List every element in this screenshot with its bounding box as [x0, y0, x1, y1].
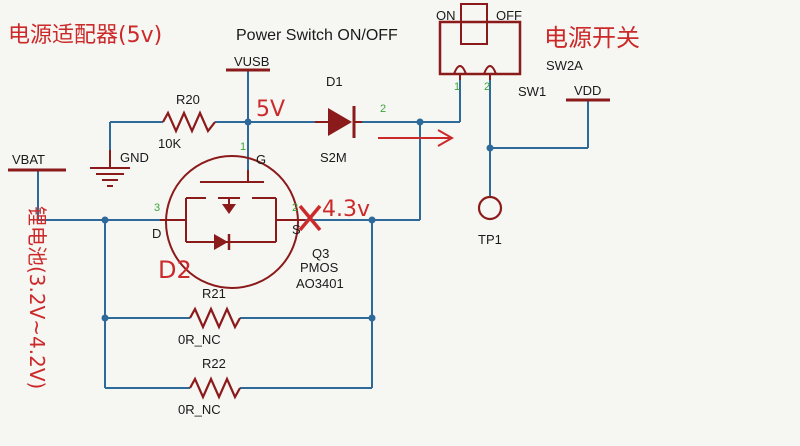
switch-pin-1: 1 — [454, 81, 460, 93]
d1-value: S2M — [320, 150, 347, 165]
annotation-4-3v: 4.3v — [322, 197, 370, 222]
annotation-adapter: 电源适配器(5v) — [8, 23, 162, 48]
svg-text:VUSB: VUSB — [234, 54, 269, 69]
tp1-ref: TP1 — [478, 232, 502, 247]
annotation-switch: 电源开关 — [544, 24, 640, 52]
annotation-battery: 锂电池(3.2V~4.2V) — [25, 206, 49, 389]
r20-ref: R20 — [176, 92, 200, 107]
r21-value: 0R_NC — [178, 332, 221, 347]
sw2a-ref: SW2A — [546, 58, 583, 73]
wires — [37, 70, 589, 389]
svg-text:VBAT: VBAT — [12, 152, 45, 167]
svg-text:VDD: VDD — [574, 83, 601, 98]
net-flag-vbat: VBAT — [8, 152, 66, 172]
q3-pin-d: D — [152, 226, 161, 241]
d1-pin-2: 2 — [380, 103, 386, 115]
gnd-label: GND — [120, 150, 149, 165]
switch-off-label: OFF — [496, 8, 522, 23]
q3-ref: Q3 — [312, 246, 329, 261]
blocked-x-icon — [298, 204, 322, 232]
r22-ref: R22 — [202, 356, 226, 371]
mosfet-q3 — [160, 155, 305, 289]
testpoint-tp1 — [477, 195, 503, 221]
annotation-5v: 5V — [256, 97, 285, 122]
current-flow-arrow-icon — [378, 129, 455, 147]
net-flag-vusb: VUSB — [226, 54, 270, 72]
diagram-title: Power Switch ON/OFF — [236, 27, 398, 44]
resistor-r21 — [189, 306, 241, 330]
q3-pin-2: 2 — [292, 202, 298, 214]
q3-part: AO3401 — [296, 276, 344, 291]
switch-sw2a — [438, 3, 522, 80]
diode-d1 — [315, 106, 362, 138]
net-flag-vdd: VDD — [566, 83, 610, 102]
q3-pin-s: S — [292, 222, 301, 237]
annotation-d2: D2 — [158, 256, 192, 284]
resistor-r22 — [189, 376, 241, 400]
r21-ref: R21 — [202, 286, 226, 301]
q3-pin-3: 3 — [154, 202, 160, 214]
switch-pin-2: 2 — [484, 81, 490, 93]
sw1-net: SW1 — [518, 84, 546, 99]
q3-type: PMOS — [300, 260, 339, 275]
d1-ref: D1 — [326, 74, 343, 89]
r22-value: 0R_NC — [178, 402, 221, 417]
q3-body-diode-icon — [214, 234, 228, 250]
q3-pin-1: 1 — [240, 141, 246, 153]
q3-arrow-icon — [222, 204, 236, 214]
switch-on-label: ON — [436, 8, 456, 23]
gnd-symbol — [90, 150, 130, 187]
r20-value: 10K — [158, 136, 181, 151]
resistor-r20 — [162, 110, 216, 134]
q3-pin-g: G — [256, 152, 266, 167]
junctions — [101, 118, 494, 322]
